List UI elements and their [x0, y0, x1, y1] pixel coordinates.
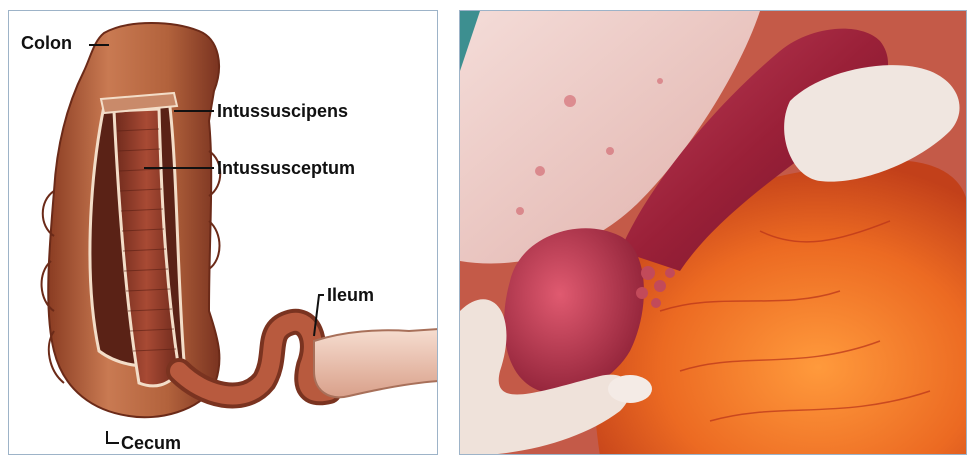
surgical-photo-panel: [459, 10, 967, 455]
label-intussuscipiens: Intussuscipens: [217, 101, 348, 122]
intussusception-illustration-panel: Colon Intussuscipens Intussusceptum Ileu…: [8, 10, 438, 455]
intussusception-illustration: [9, 11, 438, 455]
label-cecum: Cecum: [121, 433, 181, 454]
label-intussusceptum: Intussusceptum: [217, 158, 355, 179]
label-colon: Colon: [21, 33, 72, 54]
label-ileum: Ileum: [327, 285, 374, 306]
surgical-photo: [460, 11, 967, 455]
ileum-shape: [314, 329, 438, 397]
